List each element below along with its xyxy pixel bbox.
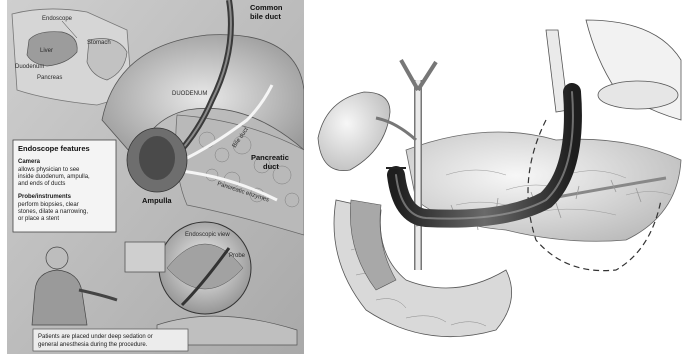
label-probe: Probe <box>229 253 246 259</box>
features-camera-line-2: inside duodenum, ampulla, <box>18 174 90 180</box>
label-common-bile-duct-2: bile duct <box>250 12 281 21</box>
gallbladder-shape <box>318 92 390 171</box>
features-camera-line-1: allows physician to see <box>18 167 80 173</box>
label-common-bile-duct-1: Common <box>250 3 283 12</box>
ercp-illustration-svg: Endoscope Common bile duct Liver Stomach… <box>7 0 304 354</box>
features-probe-line-2: stones, dilate a narrowing, <box>18 209 88 215</box>
features-title: Endoscope features <box>18 144 90 153</box>
label-endoscopic-view: Endoscopic view <box>185 232 230 238</box>
ercp-labeled-illustration: Endoscope Common bile duct Liver Stomach… <box>7 0 304 354</box>
label-pancreatic-duct-2: duct <box>263 162 279 171</box>
label-stomach: Stomach <box>87 40 111 46</box>
features-probe-heading: Probe/instruments <box>18 194 72 200</box>
caption-line-2: general anesthesia during the procedure. <box>38 342 148 348</box>
features-probe-line-1: perform biopsies, clear <box>18 202 79 208</box>
ampulla-inner <box>139 136 175 180</box>
caption-line-1: Patients are placed under deep sedation … <box>38 334 153 340</box>
label-pancreatic-duct-1: Pancreatic <box>251 153 289 162</box>
label-duodenum-large: DUODENUM <box>172 91 207 97</box>
features-camera-heading: Camera <box>18 159 41 165</box>
label-endoscope: Endoscope <box>42 16 73 22</box>
features-camera-line-3: and ends of ducts <box>18 181 65 187</box>
stomach-cut-ring <box>598 81 678 109</box>
label-duodenum-small: Duodenum <box>15 64 44 70</box>
anatomy-svg <box>306 0 686 354</box>
ercp-anatomical-illustration <box>306 0 686 354</box>
features-probe-line-3: or place a stent <box>18 216 59 222</box>
monitor <box>125 242 165 272</box>
label-liver: Liver <box>40 48 53 54</box>
label-pancreas: Pancreas <box>37 75 62 81</box>
label-ampulla: Ampulla <box>142 196 172 205</box>
